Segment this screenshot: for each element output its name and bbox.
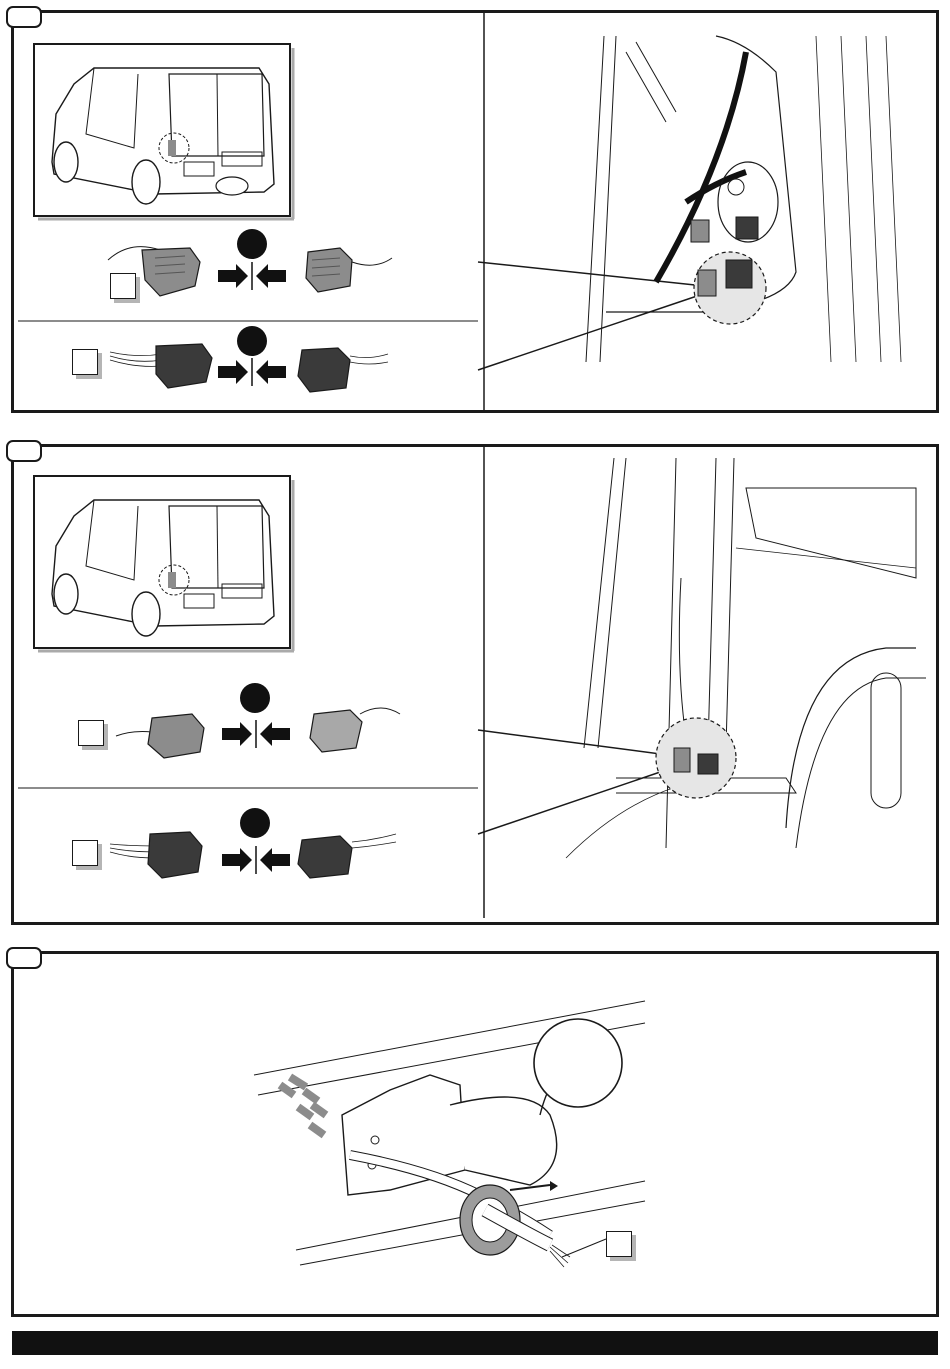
step-1-callout-a	[110, 273, 136, 299]
wiring-harness-icon	[106, 338, 216, 394]
step-1-dot-a	[237, 229, 267, 259]
push-together-arrows-icon	[216, 358, 288, 386]
rear-light-cavity-view	[486, 12, 936, 410]
connector-plug-icon	[112, 706, 212, 764]
step-3-callout	[606, 1231, 632, 1257]
step-2-dot-a	[240, 683, 270, 713]
connector-socket-dark-icon	[294, 340, 394, 398]
tow-ball-icon	[250, 995, 650, 1285]
wiring-harness-icon	[106, 826, 210, 886]
connector-socket-icon	[306, 700, 406, 758]
step-2-dot-b	[240, 808, 270, 838]
push-together-arrows-icon	[216, 262, 288, 290]
push-together-arrows-icon	[220, 720, 292, 748]
connector-socket-icon	[300, 240, 400, 300]
step-1-callout-b	[72, 349, 98, 375]
step-1-dot-b	[237, 326, 267, 356]
connector-socket-dark-icon	[296, 826, 406, 886]
step-3-tab	[6, 947, 42, 969]
push-together-arrows-icon	[220, 846, 292, 874]
van-rear-icon	[34, 476, 294, 654]
van-rear-icon	[34, 44, 294, 220]
rear-body-cavity-view	[486, 448, 936, 918]
step-2-callout-b	[72, 840, 98, 866]
footer-bar	[12, 1331, 938, 1355]
step-2-callout-a	[78, 720, 104, 746]
